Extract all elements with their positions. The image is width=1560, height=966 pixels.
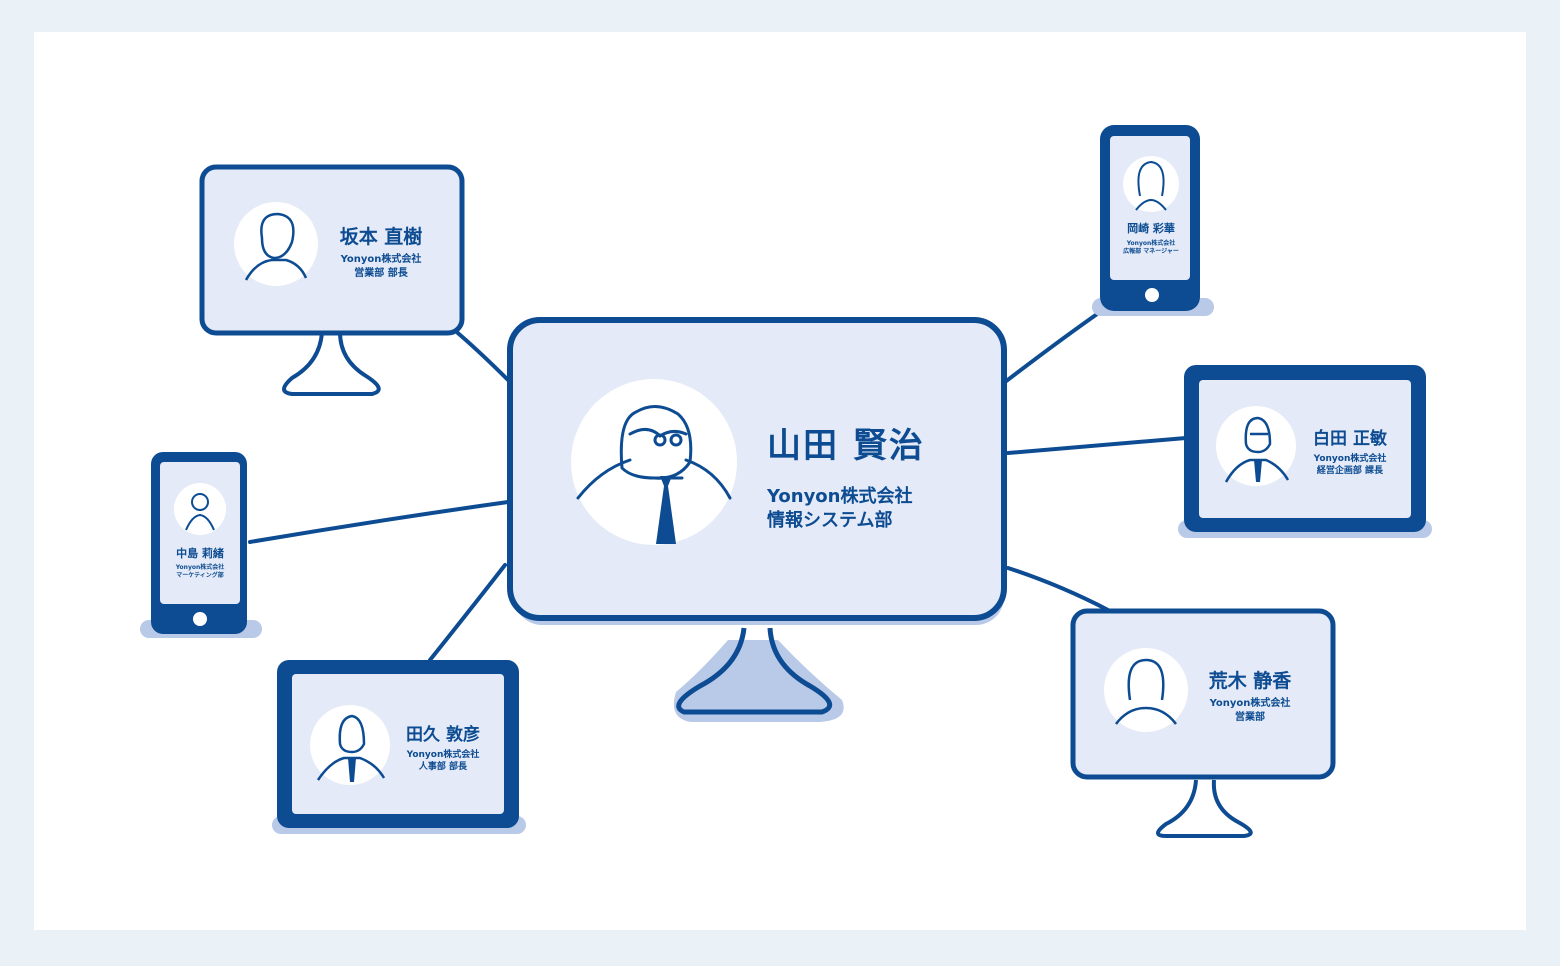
center-company: Yonyon株式会社 bbox=[767, 486, 913, 507]
woman-avatar-icon bbox=[185, 493, 215, 531]
card-sakamoto: 坂本 直樹 Yonyon株式会社 営業部 部長 bbox=[322, 222, 440, 280]
connector-sakamoto bbox=[450, 326, 510, 382]
device-araki bbox=[1070, 608, 1336, 838]
connector-taku bbox=[428, 563, 507, 662]
company-okazaki: Yonyon株式会社 bbox=[1126, 240, 1176, 247]
company-nakajima: Yonyon株式会社 bbox=[175, 564, 225, 571]
center-name: 山田 賢治 bbox=[767, 426, 925, 466]
name-shirota: 白田 正敏 bbox=[1313, 429, 1387, 449]
center-dept: 情報システム部 bbox=[767, 510, 893, 532]
device-taku bbox=[272, 660, 526, 834]
center-monitor bbox=[507, 317, 1007, 722]
dept-sakamoto: 営業部 部長 bbox=[354, 267, 408, 279]
name-nakajima: 中島 莉緒 bbox=[176, 547, 224, 560]
device-sakamoto bbox=[199, 164, 465, 396]
company-shirota: Yonyon株式会社 bbox=[1313, 454, 1387, 464]
dept-nakajima: マーケティング部 bbox=[176, 572, 224, 580]
name-sakamoto: 坂本 直樹 bbox=[339, 226, 423, 248]
device-okazaki bbox=[1092, 125, 1214, 316]
center-card: 山田 賢治 Yonyon株式会社 情報システム部 bbox=[767, 418, 925, 534]
company-taku: Yonyon株式会社 bbox=[406, 750, 480, 760]
dept-taku: 人事部 部長 bbox=[418, 762, 468, 773]
man-avatar-icon bbox=[244, 212, 308, 281]
connector-araki bbox=[1006, 566, 1110, 612]
company-araki: Yonyon株式会社 bbox=[1209, 698, 1291, 709]
card-taku: 田久 敦彦 Yonyon株式会社 人事部 部長 bbox=[388, 720, 498, 773]
card-araki: 荒木 静香 Yonyon株式会社 営業部 bbox=[1194, 666, 1306, 724]
woman-avatar-icon-2 bbox=[1115, 658, 1177, 725]
name-taku: 田久 敦彦 bbox=[406, 725, 480, 745]
woman-long-hair-avatar-icon bbox=[1135, 160, 1167, 211]
device-shirota bbox=[1178, 365, 1432, 538]
device-nakajima bbox=[140, 452, 262, 638]
card-okazaki: 岡崎 彩華 Yonyon株式会社 広報部 マネージャー bbox=[1110, 220, 1192, 256]
card-shirota: 白田 正敏 Yonyon株式会社 経営企画部 課長 bbox=[1300, 424, 1400, 477]
dept-shirota: 経営企画部 課長 bbox=[1316, 466, 1384, 477]
connector-okazaki bbox=[1003, 310, 1102, 384]
company-sakamoto: Yonyon株式会社 bbox=[340, 254, 422, 265]
card-nakajima: 中島 莉緒 Yonyon株式会社 マーケティング部 bbox=[160, 545, 240, 580]
connector-shirota bbox=[1006, 436, 1188, 455]
name-araki: 荒木 静香 bbox=[1208, 670, 1292, 692]
name-okazaki: 岡崎 彩華 bbox=[1127, 222, 1175, 235]
connector-nakajima bbox=[248, 500, 510, 544]
dept-araki: 営業部 bbox=[1235, 711, 1265, 723]
dept-okazaki: 広報部 マネージャー bbox=[1123, 248, 1179, 256]
